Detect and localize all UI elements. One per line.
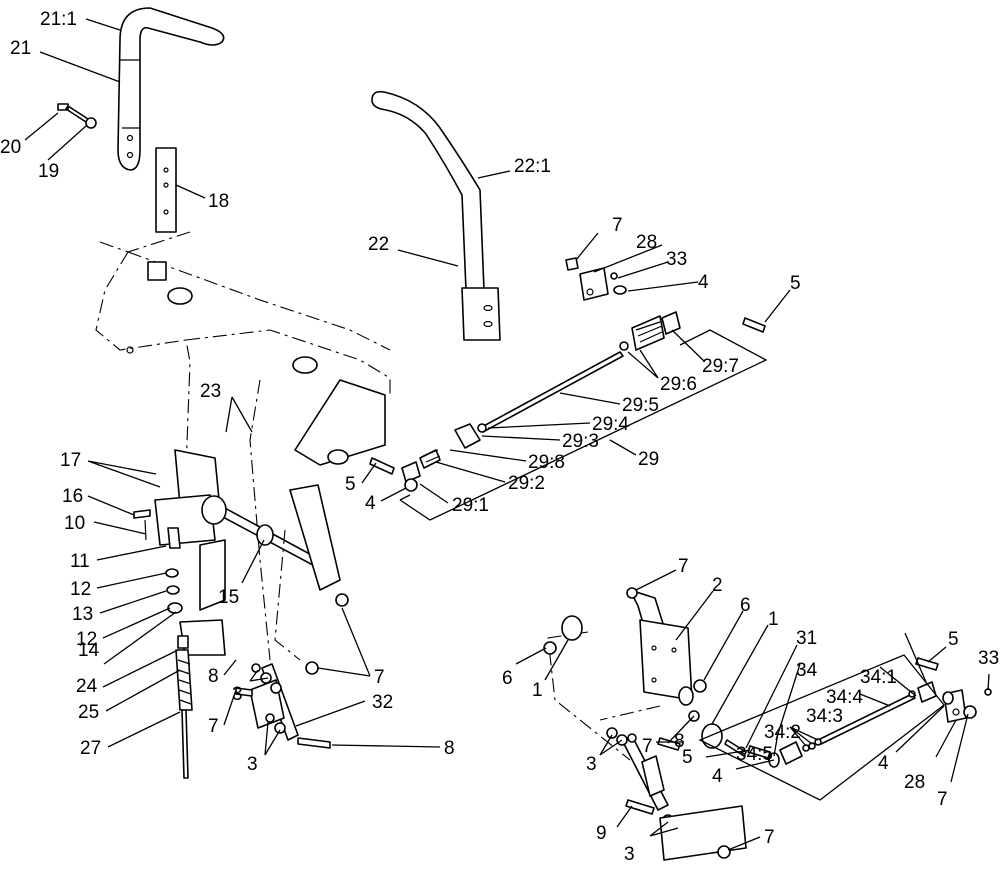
left-control-lever bbox=[117, 7, 225, 171]
callout-3-left-top: 3 bbox=[232, 684, 243, 705]
callout-4-mid: 4 bbox=[365, 493, 376, 514]
upper-idler-bracket bbox=[565, 257, 627, 301]
callout-34-4: 34:4 bbox=[826, 687, 863, 708]
left-damper bbox=[235, 593, 349, 749]
callout-19: 19 bbox=[38, 161, 59, 182]
callout-7-right-bottom: 7 bbox=[764, 827, 775, 848]
callout-12-bottom: 12 bbox=[76, 629, 97, 650]
main-frame bbox=[95, 231, 391, 661]
lever-bolt bbox=[57, 103, 97, 129]
callout-20: 20 bbox=[0, 137, 21, 158]
pivot-bracket bbox=[154, 449, 226, 656]
callout-7-right-end: 7 bbox=[937, 789, 948, 810]
callout-29-2: 29:2 bbox=[508, 473, 545, 494]
callout-7-upper: 7 bbox=[612, 215, 623, 236]
right-control-lever bbox=[371, 90, 501, 341]
right-pivot-plate bbox=[547, 587, 747, 761]
callout-29-5: 29:5 bbox=[622, 395, 659, 416]
callout-8-left: 8 bbox=[208, 666, 219, 687]
callout-4-right-mid: 4 bbox=[712, 766, 723, 787]
callout-17: 17 bbox=[60, 450, 81, 471]
callout-4-upper: 4 bbox=[698, 272, 709, 293]
callout-13: 13 bbox=[72, 604, 93, 625]
callout-2: 2 bbox=[712, 575, 723, 596]
callout-5-upper: 5 bbox=[790, 273, 801, 294]
callout-14: 14 bbox=[78, 640, 100, 661]
callout-7-left-frame: 7 bbox=[374, 667, 385, 688]
callout-10: 10 bbox=[64, 513, 85, 534]
callout-7-left-bottom: 7 bbox=[208, 716, 219, 737]
callout-34: 34 bbox=[796, 660, 818, 681]
callout-8-left-bottom: 8 bbox=[444, 738, 455, 759]
callout-34-3: 34:3 bbox=[806, 706, 843, 727]
callout-16: 16 bbox=[62, 486, 83, 507]
callout-1-left: 1 bbox=[532, 680, 543, 701]
callout-12-top: 12 bbox=[70, 579, 91, 600]
callout-29-6: 29:6 bbox=[660, 374, 697, 395]
lever-mount-bracket bbox=[155, 147, 177, 233]
callout-23: 23 bbox=[200, 381, 221, 402]
callout-5-mid: 5 bbox=[345, 474, 356, 495]
callout-34-5: 34:5 bbox=[736, 744, 773, 765]
callout-labels: 21:1 21 20 19 18 22:1 22 7 28 33 4 5 29:… bbox=[0, 9, 999, 865]
right-damper bbox=[606, 727, 747, 861]
callout-3-right-bottom: 3 bbox=[624, 844, 635, 865]
callout-3-left-bottom: 3 bbox=[247, 754, 258, 775]
callout-5-right-mid: 5 bbox=[682, 747, 693, 768]
callout-22-1: 22:1 bbox=[514, 156, 551, 177]
upper-rod-assembly bbox=[369, 311, 766, 492]
callout-29-8: 29:8 bbox=[528, 452, 565, 473]
callout-29-7: 29:7 bbox=[702, 356, 739, 377]
callout-8-right: 8 bbox=[674, 731, 685, 752]
callout-28-upper: 28 bbox=[636, 232, 657, 253]
callout-24: 24 bbox=[76, 676, 98, 697]
rod-group-outline-34 bbox=[698, 654, 945, 801]
callout-34-1: 34:1 bbox=[860, 667, 897, 688]
callout-3-right-top: 3 bbox=[586, 754, 597, 775]
callout-34-2: 34:2 bbox=[764, 722, 801, 743]
callout-22: 22 bbox=[368, 234, 389, 255]
callout-5-right: 5 bbox=[948, 629, 959, 650]
callout-27: 27 bbox=[80, 738, 101, 759]
callout-32: 32 bbox=[372, 692, 393, 713]
right-damper-mount bbox=[543, 615, 583, 655]
callout-29: 29 bbox=[638, 449, 659, 470]
callout-18: 18 bbox=[208, 191, 229, 212]
callout-9: 9 bbox=[596, 823, 607, 844]
callout-4-right-end: 4 bbox=[878, 753, 889, 774]
callout-29-1: 29:1 bbox=[452, 495, 489, 516]
callout-25: 25 bbox=[78, 702, 99, 723]
callout-1-right: 1 bbox=[768, 609, 779, 630]
callout-11: 11 bbox=[70, 551, 90, 572]
callout-33-right: 33 bbox=[978, 648, 999, 669]
callout-6-right: 6 bbox=[740, 595, 751, 616]
callout-7-right-top: 7 bbox=[678, 556, 689, 577]
callout-15: 15 bbox=[218, 587, 239, 608]
callout-33-upper: 33 bbox=[666, 249, 687, 270]
callout-21: 21 bbox=[10, 38, 31, 59]
callout-29-3: 29:3 bbox=[562, 431, 599, 452]
rod-group-outline-29 bbox=[399, 329, 768, 521]
cross-shaft bbox=[201, 484, 341, 661]
callout-31: 31 bbox=[796, 628, 817, 649]
callout-7-right-mid: 7 bbox=[642, 736, 653, 757]
callout-21-1: 21:1 bbox=[40, 9, 77, 30]
callout-28-right: 28 bbox=[904, 772, 925, 793]
callout-6-left: 6 bbox=[502, 668, 513, 689]
callout-29-4: 29:4 bbox=[592, 414, 629, 435]
leader-lines bbox=[24, 18, 990, 851]
